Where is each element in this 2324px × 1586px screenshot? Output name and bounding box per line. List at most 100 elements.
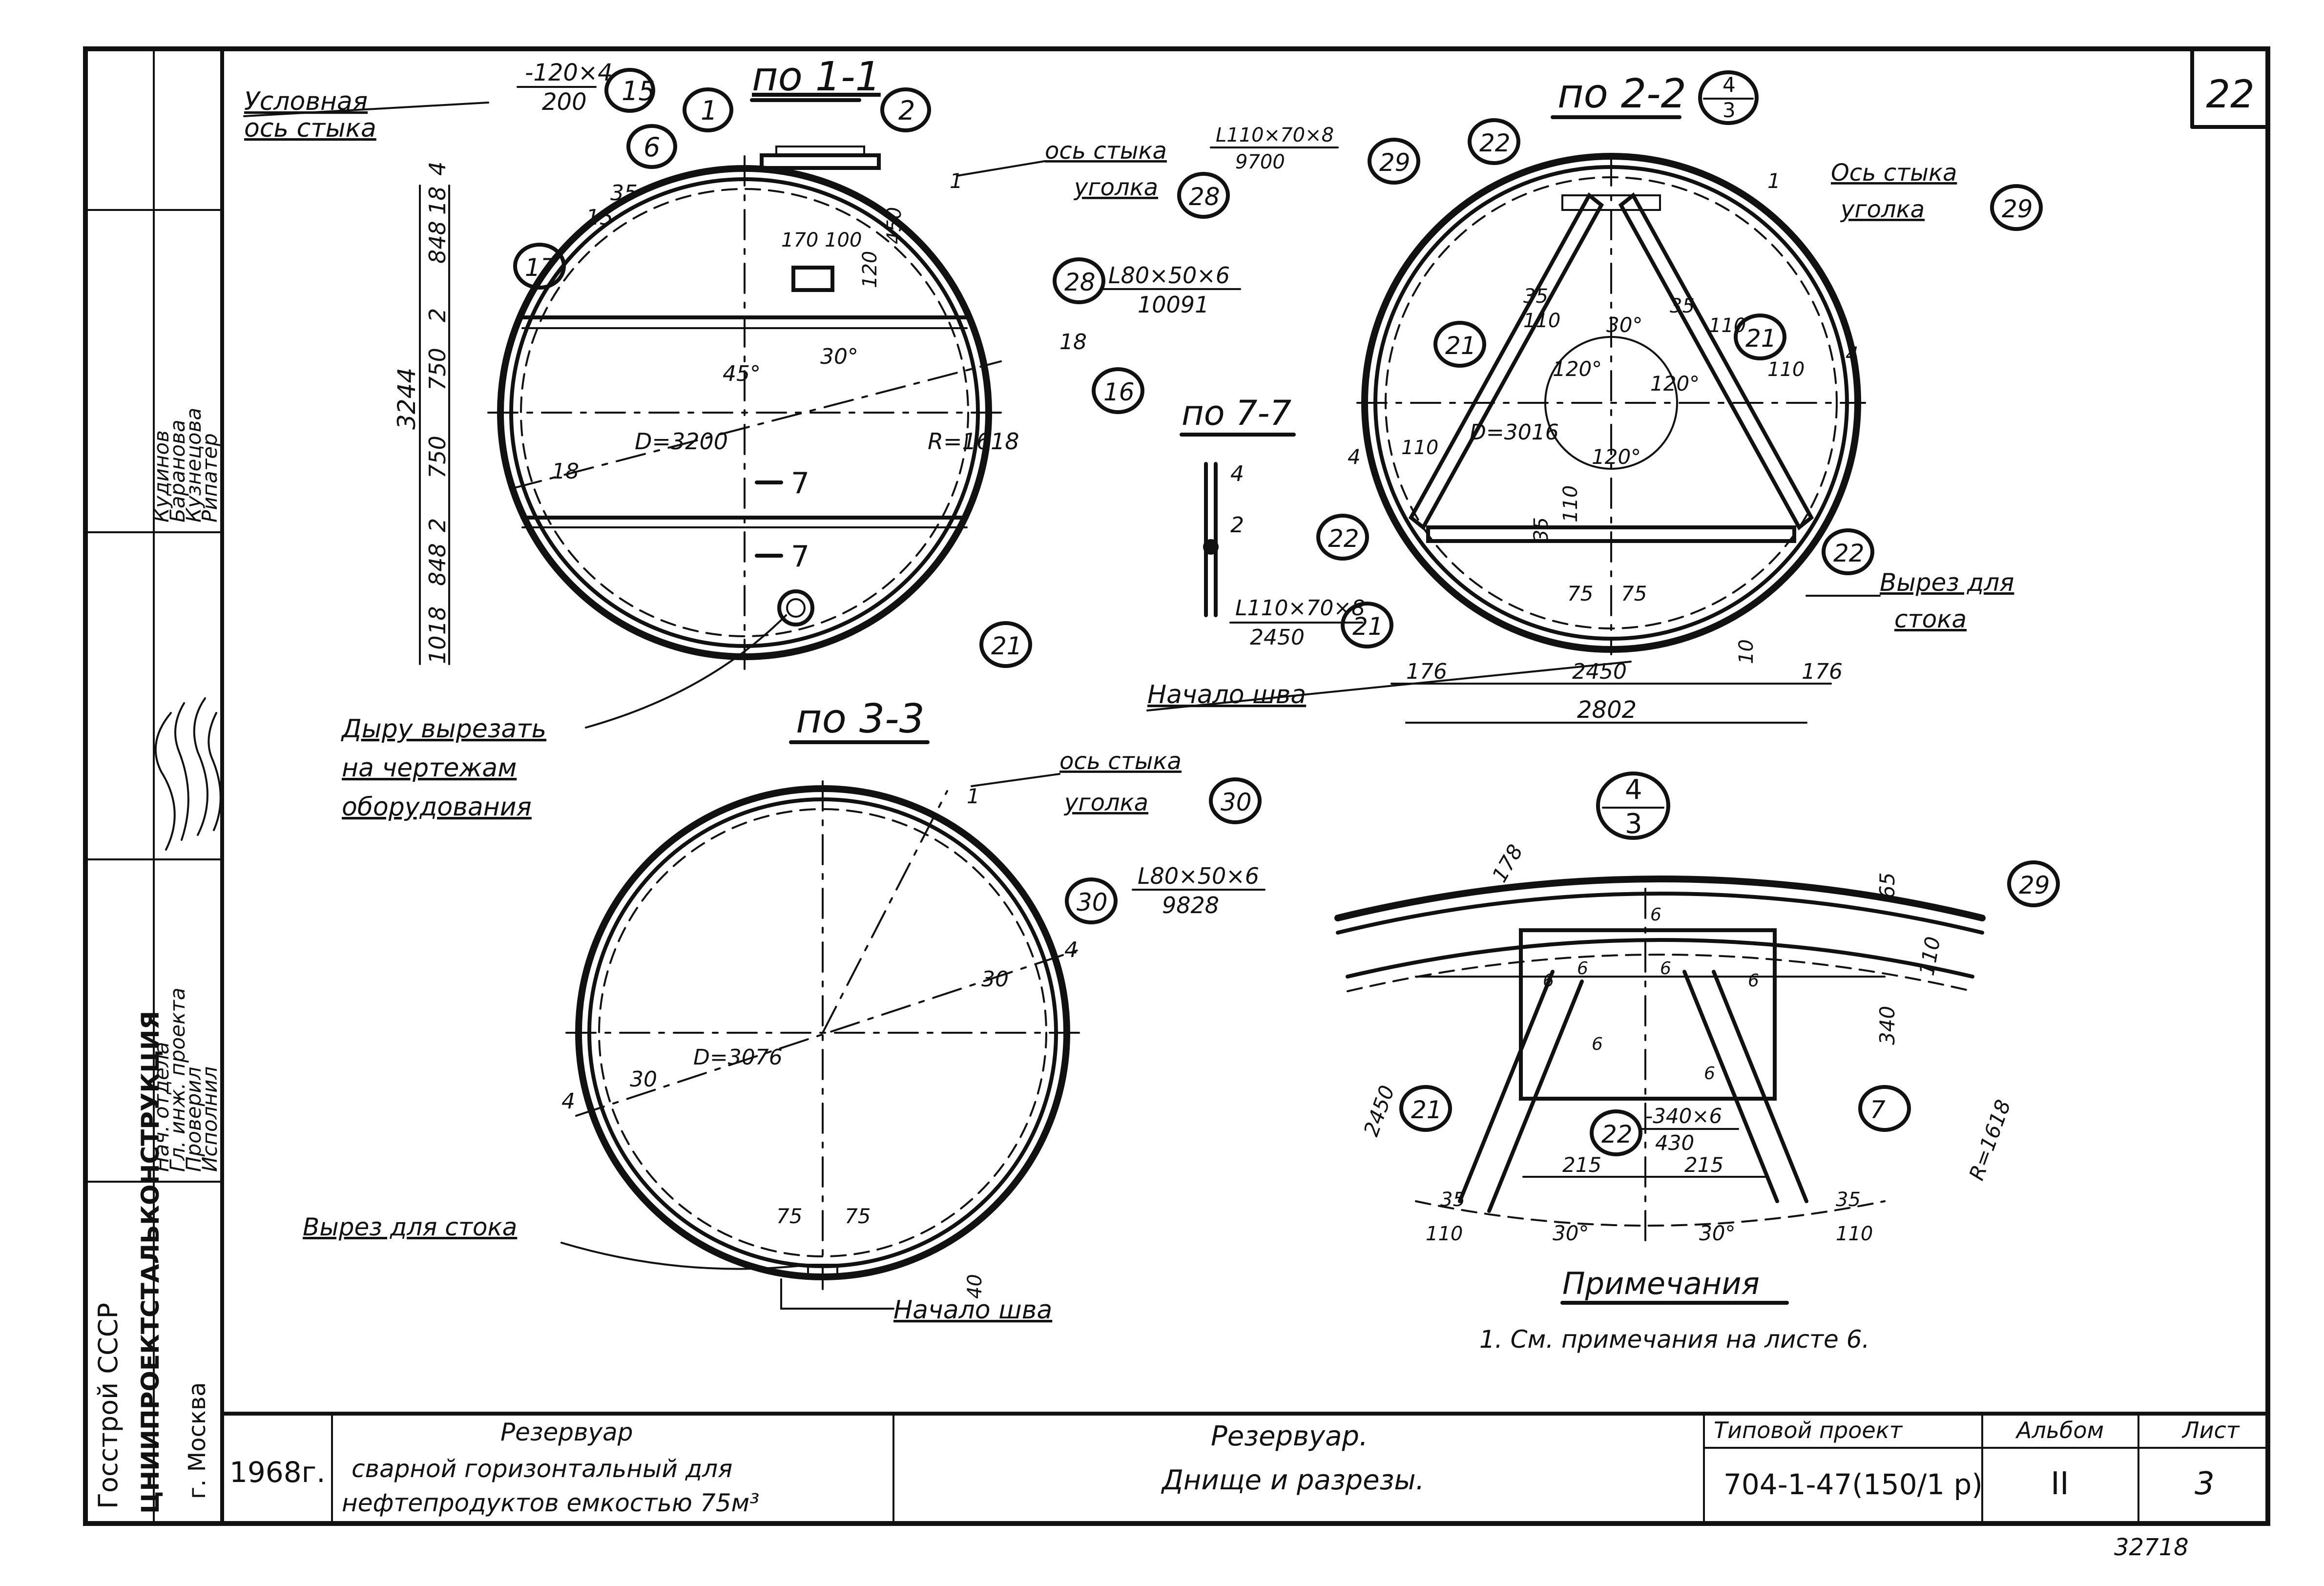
stamp-org1: Госстрой СССР bbox=[93, 1303, 124, 1509]
stamp-city: г. Москва bbox=[184, 1382, 211, 1499]
dim-15: 15 bbox=[586, 205, 613, 230]
det-dim-110b: 110 bbox=[1836, 1223, 1873, 1245]
dim-110-22e: 110 bbox=[1559, 485, 1582, 522]
det-dim-6f: 6 bbox=[1592, 1034, 1603, 1054]
dim-18-bottom: 18 bbox=[424, 606, 451, 635]
dim-750-top: 750 bbox=[424, 348, 451, 391]
dim-110-22c: 110 bbox=[1767, 358, 1805, 381]
view-2-2-title: по 2-2 bbox=[1557, 71, 1686, 117]
det-dim-6a: 6 bbox=[1650, 905, 1661, 925]
notes-item-1: 1. См. примечания на листе 6. bbox=[1479, 1325, 1869, 1354]
stamp-role-2: Гл. инж. проекта bbox=[166, 988, 189, 1172]
view-3-3: по 3-3 ось стыка уголка 1 L80×50×6 9828 … bbox=[303, 696, 1266, 1325]
tb-year: 1968г. bbox=[229, 1456, 326, 1489]
signatures bbox=[154, 697, 222, 851]
tb-sheet-value: 3 bbox=[2195, 1466, 2215, 1502]
det-dim-plate-len: 430 bbox=[1655, 1131, 1694, 1155]
callout-6: 6 bbox=[643, 132, 660, 163]
dim-450: 450 bbox=[883, 207, 906, 244]
view-7-7: по 7-7 4 2 L110×70×8 2450 bbox=[1180, 393, 1365, 650]
dim-1-1b: 1 bbox=[1767, 169, 1781, 193]
tb-project-code: 704-1-47(150/1 р) bbox=[1723, 1468, 1983, 1501]
callout-21-b: 21 bbox=[1745, 324, 1777, 353]
det-dim-6c: 6 bbox=[1660, 959, 1671, 979]
dim-strip: -120×4 bbox=[525, 59, 613, 86]
label-ugolka-29: уголка bbox=[1840, 196, 1925, 223]
dim-L80-1: L80×50×6 bbox=[1108, 262, 1230, 289]
det-dim-30b: 30° bbox=[1699, 1221, 1735, 1245]
dim-hole: 170 100 bbox=[781, 229, 862, 251]
dim-4-22b: 4 bbox=[1846, 342, 1859, 366]
det-dim-6g: 6 bbox=[1704, 1064, 1715, 1084]
callout-1: 1 bbox=[701, 95, 717, 126]
det-dim-340: 340 bbox=[1875, 1006, 1899, 1045]
callout-22-b: 22 bbox=[1328, 524, 1359, 553]
label-nachalo-shva-22: Начало шва bbox=[1147, 680, 1306, 710]
det-dim-110a: 110 bbox=[1426, 1223, 1463, 1245]
section-7-top: 7 bbox=[791, 466, 809, 501]
det-dim-215a: 215 bbox=[1562, 1153, 1601, 1177]
dim-35-22b: 35 bbox=[1670, 295, 1695, 317]
tb-object-1: Резервуар bbox=[500, 1418, 633, 1446]
callout-22-d: 22 bbox=[1601, 1120, 1633, 1148]
callout-22-c: 22 bbox=[1833, 539, 1865, 567]
stamp-role-4: Исполнил bbox=[198, 1066, 222, 1172]
dim-D3200: D=3200 bbox=[635, 428, 728, 455]
callout-21-d: 21 bbox=[1411, 1096, 1442, 1124]
dim-4-bottom: 10 bbox=[424, 635, 451, 664]
callout-21-e: 7 bbox=[1870, 1096, 1886, 1124]
section-7-bottom: 7 bbox=[791, 540, 809, 574]
label-os-styka-1: ось стыка bbox=[244, 114, 376, 143]
det-dim-30a: 30° bbox=[1553, 1221, 1589, 1245]
detail-num: 4 bbox=[1625, 774, 1642, 806]
stamp-name-2: Баранова bbox=[166, 419, 189, 522]
dim-35: 35 bbox=[610, 181, 638, 206]
dim-strip-len: 200 bbox=[542, 88, 587, 116]
dim-R1618: R=1618 bbox=[928, 428, 1019, 455]
detail-den: 3 bbox=[1625, 808, 1642, 840]
callout-29-a: 29 bbox=[1379, 148, 1411, 177]
side-stamp: Госстрой СССР ЦНИИПРОЕКТСТАЛЬКОНСТРУКЦИЯ… bbox=[84, 48, 223, 1524]
view-2-2-ref-den: 3 bbox=[1722, 98, 1736, 122]
notes-heading: Примечания bbox=[1562, 1266, 1760, 1301]
view-1-1: по 1-1 7 7 18 4 848 2 750 750 bbox=[243, 54, 1241, 822]
dim-18b: 18 bbox=[1059, 330, 1087, 355]
tb-object-2: сварной горизонтальный для bbox=[352, 1455, 732, 1483]
label-nachalo-shva-33: Начало шва bbox=[893, 1295, 1052, 1325]
det-dim-plate: -340×6 bbox=[1645, 1104, 1722, 1128]
dim-30-33b: 30 bbox=[630, 1067, 657, 1092]
tb-sheet-label: Лист bbox=[2181, 1417, 2240, 1443]
dim-L110-1-len: 9700 bbox=[1235, 151, 1285, 173]
dim-75-33b: 75 bbox=[845, 1204, 871, 1228]
label-oborudovaniya: оборудования bbox=[342, 793, 532, 822]
dim-30deg-22: 30° bbox=[1606, 313, 1642, 337]
dim-110-22a: 110 bbox=[1523, 310, 1560, 332]
notes: Примечания 1. См. примечания на листе 6. bbox=[1479, 1266, 1869, 1354]
dim-848-top: 848 bbox=[424, 221, 451, 264]
dim-120a: 120° bbox=[1553, 357, 1602, 381]
tb-sheet-title-1: Резервуар. bbox=[1211, 1420, 1368, 1452]
tb-album-value: II bbox=[2051, 1466, 2069, 1502]
view-2-2: по 2-2 4 3 D=3016 30° 120° 120° 120° 35 … bbox=[1146, 70, 2043, 724]
stamp-org2: ЦНИИПРОЕКТСТАЛЬКОНСТРУКЦИЯ bbox=[136, 1011, 165, 1514]
label-vyrez-stoka-33: Вырез для стока bbox=[303, 1213, 517, 1241]
callout-30-a: 30 bbox=[1221, 788, 1252, 816]
dim-1-1a: 1 bbox=[950, 169, 963, 193]
callout-21-a: 21 bbox=[1445, 332, 1476, 360]
dim-45deg: 45° bbox=[723, 361, 761, 386]
dim-750-bottom: 750 bbox=[424, 436, 451, 479]
tb-object-3: нефтепродуктов емкостью 75м³ bbox=[342, 1489, 759, 1517]
dim-2-bottom: 2 bbox=[424, 518, 451, 532]
callout-29-c: 29 bbox=[2019, 871, 2050, 899]
det-dim-178: 178 bbox=[1487, 840, 1528, 886]
callout-22-a: 22 bbox=[1479, 129, 1511, 157]
sheet-frame bbox=[83, 46, 2270, 1526]
view-7-7-title: по 7-7 bbox=[1182, 393, 1291, 433]
dim-L80-2-len: 9828 bbox=[1162, 892, 1219, 918]
det-dim-65: 65 bbox=[1875, 873, 1899, 898]
label-dyru: Дыру вырезать bbox=[341, 714, 546, 744]
dim-4-top: 4 bbox=[424, 162, 451, 176]
stamp-name-4: Рипатер bbox=[198, 433, 222, 522]
label-vyrez: Вырез для bbox=[1880, 568, 2014, 597]
